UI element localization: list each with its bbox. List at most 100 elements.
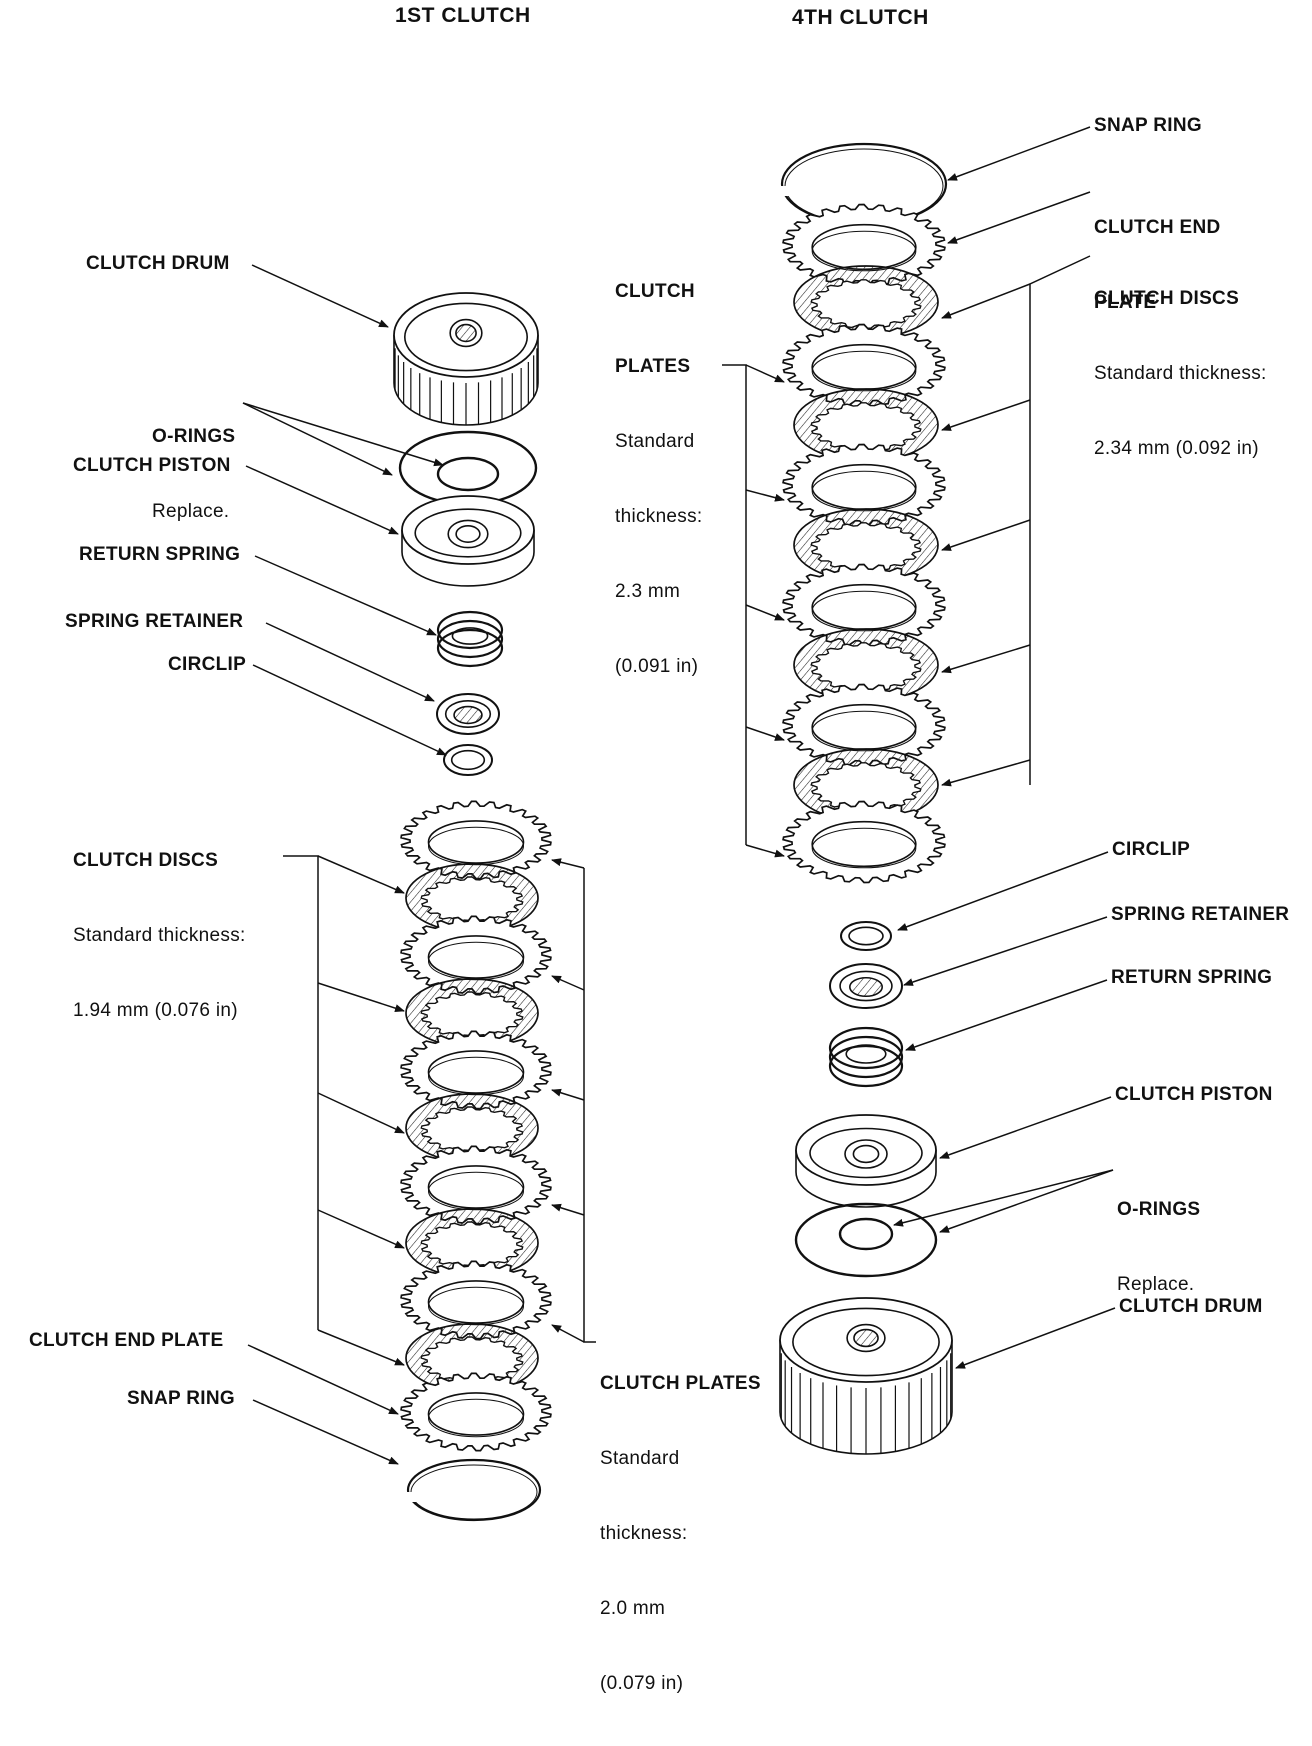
label-1st-clutch-drum: CLUTCH DRUM: [86, 253, 230, 274]
first-clutch-plate: [400, 1372, 552, 1452]
leader-1st-plate-1: [551, 858, 585, 869]
leader-1st-disc-5: [317, 1329, 405, 1366]
leader-1st-return-spring: [254, 555, 437, 636]
label-1st-o-rings: O-RINGS Replace.: [152, 374, 235, 574]
leader-1st-plate-3: [551, 1088, 585, 1101]
label-4th-clutch-discs-title: CLUTCH DISCS: [1094, 288, 1240, 309]
first-circlip: [443, 744, 493, 776]
label-1st-clutch-discs-spec-1: Standard thickness:: [73, 925, 246, 946]
leader-1st-o-ring-inner: [242, 402, 444, 467]
label-4th-clutch-plates-spec-4: (0.091 in): [615, 656, 699, 677]
label-1st-clutch-discs: CLUTCH DISCS Standard thickness: 1.94 mm…: [73, 798, 246, 1073]
leader-4th-clutch-piston: [939, 1096, 1112, 1159]
label-4th-clutch-plates-2: PLATES: [615, 356, 691, 377]
fourth-clutch-disc: [793, 628, 939, 702]
leader-4th-disc-2: [941, 399, 1031, 431]
label-1st-return-spring: RETURN SPRING: [79, 544, 241, 565]
label-4th-clutch-discs-spec-1: Standard thickness:: [1094, 363, 1267, 384]
clutch-exploded-diagram: 1ST CLUTCH 4TH CLUTCH CLUTCH DRUM O-RING…: [29, 4, 1290, 1694]
label-4th-spring-retainer: SPRING RETAINER: [1111, 904, 1290, 925]
label-1st-clutch-plates: CLUTCH PLATES Standard thickness: 2.0 mm…: [600, 1321, 761, 1746]
leader-1st-plate-5: [551, 1324, 585, 1343]
leader-4th-plate-5: [745, 844, 785, 858]
fourth-clutch-drum: [779, 1297, 953, 1455]
leader-4th-o-ring-outer: [939, 1169, 1114, 1233]
bracket-1st-discs: [283, 855, 319, 1330]
leader-4th-return-spring: [905, 979, 1108, 1051]
leader-1st-disc-2: [317, 982, 405, 1013]
label-4th-clutch-plates-1: CLUTCH: [615, 281, 695, 302]
label-1st-snap-ring: SNAP RING: [127, 1388, 235, 1409]
leader-4th-plate-2: [745, 489, 785, 502]
fourth-return-spring: [828, 1026, 904, 1088]
leader-1st-spring-retainer: [265, 622, 435, 702]
label-4th-return-spring: RETURN SPRING: [1111, 967, 1273, 988]
first-return-spring: [436, 610, 504, 668]
label-4th-clutch-end-plate-1: CLUTCH END: [1094, 217, 1221, 238]
label-1st-clutch-end-plate: CLUTCH END PLATE: [29, 1330, 224, 1351]
label-4th-clutch-plates-spec-3: 2.3 mm: [615, 581, 681, 602]
leader-1st-disc-3: [317, 1092, 405, 1134]
leader-4th-disc-4: [941, 644, 1031, 674]
leader-4th-clutch-drum: [955, 1307, 1116, 1369]
first-clutch-drum: [393, 292, 539, 426]
label-4th-clutch-plates-spec-2: thickness:: [615, 506, 703, 527]
leader-1st-plate-4: [551, 1203, 585, 1216]
first-clutch-disc: [405, 1323, 539, 1393]
leader-4th-snap-ring: [947, 126, 1091, 181]
label-1st-clutch-plates-spec-3: 2.0 mm: [600, 1598, 666, 1619]
first-spring-retainer: [436, 693, 500, 735]
label-4th-clutch-discs: CLUTCH DISCS Standard thickness: 2.34 mm…: [1094, 236, 1267, 511]
first-clutch-plate: [400, 915, 552, 995]
first-o-ring-outer: [398, 430, 538, 506]
label-1st-clutch-plates-spec-2: thickness:: [600, 1523, 688, 1544]
label-4th-clutch-end-plate-2: PLATE: [1094, 292, 1157, 313]
title-4th-clutch: 4TH CLUTCH: [792, 6, 929, 29]
fourth-clutch-disc: [793, 748, 939, 822]
label-1st-clutch-piston: CLUTCH PISTON: [73, 455, 231, 476]
label-4th-o-rings-title: O-RINGS: [1117, 1199, 1201, 1220]
leader-1st-clutch-drum: [251, 264, 389, 328]
parts-layer: [393, 142, 953, 1522]
leader-4th-o-ring-inner: [893, 1169, 1114, 1227]
label-4th-clutch-plates: CLUTCH PLATES Standard thickness: 2.3 mm…: [615, 229, 702, 729]
label-1st-circlip: CIRCLIP: [168, 654, 247, 675]
fourth-clutch-disc: [793, 265, 939, 339]
leader-4th-spring-retainer: [903, 916, 1108, 986]
leader-lines-layer: [242, 126, 1116, 1465]
leader-4th-disc-1: [941, 283, 1031, 319]
fourth-o-ring-outer: [794, 1202, 938, 1278]
label-4th-clutch-drum: CLUTCH DRUM: [1119, 1296, 1263, 1317]
leader-1st-disc-1: [317, 855, 405, 894]
first-clutch-disc: [405, 863, 539, 933]
leader-4th-circlip: [897, 851, 1109, 931]
label-1st-clutch-discs-title: CLUTCH DISCS: [73, 850, 219, 871]
fourth-clutch-plate: [782, 800, 946, 884]
label-4th-clutch-plates-spec-1: Standard: [615, 431, 695, 452]
fourth-clutch-disc: [793, 388, 939, 462]
label-4th-clutch-end-plate: CLUTCH END PLATE: [1094, 165, 1221, 365]
bracket-4th-discs: [1029, 255, 1091, 785]
fourth-clutch-piston: [795, 1114, 937, 1208]
leader-4th-plate-3: [745, 604, 785, 621]
first-snap-ring: [402, 1458, 542, 1522]
label-4th-snap-ring: SNAP RING: [1094, 115, 1202, 136]
first-clutch-disc: [405, 978, 539, 1048]
fourth-spring-retainer: [829, 963, 903, 1009]
title-1st-clutch: 1ST CLUTCH: [395, 4, 531, 27]
label-4th-clutch-discs-spec-2: 2.34 mm (0.092 in): [1094, 438, 1259, 459]
first-clutch-disc: [405, 1093, 539, 1163]
diagram-artwork: [242, 126, 1116, 1522]
leader-1st-circlip: [252, 664, 447, 756]
leader-4th-disc-3: [941, 519, 1031, 551]
bracket-1st-plates: [583, 868, 596, 1343]
label-1st-spring-retainer: SPRING RETAINER: [65, 611, 244, 632]
label-4th-o-rings: O-RINGS Replace.: [1117, 1147, 1200, 1347]
first-clutch-disc: [405, 1208, 539, 1278]
leader-4th-clutch-end-plate: [947, 191, 1091, 244]
label-1st-o-rings-title: O-RINGS: [152, 426, 236, 447]
leader-1st-clutch-piston: [245, 465, 399, 535]
leader-1st-o-ring-outer: [242, 402, 393, 476]
fourth-circlip: [840, 921, 892, 951]
fourth-clutch-plate: [782, 323, 946, 407]
